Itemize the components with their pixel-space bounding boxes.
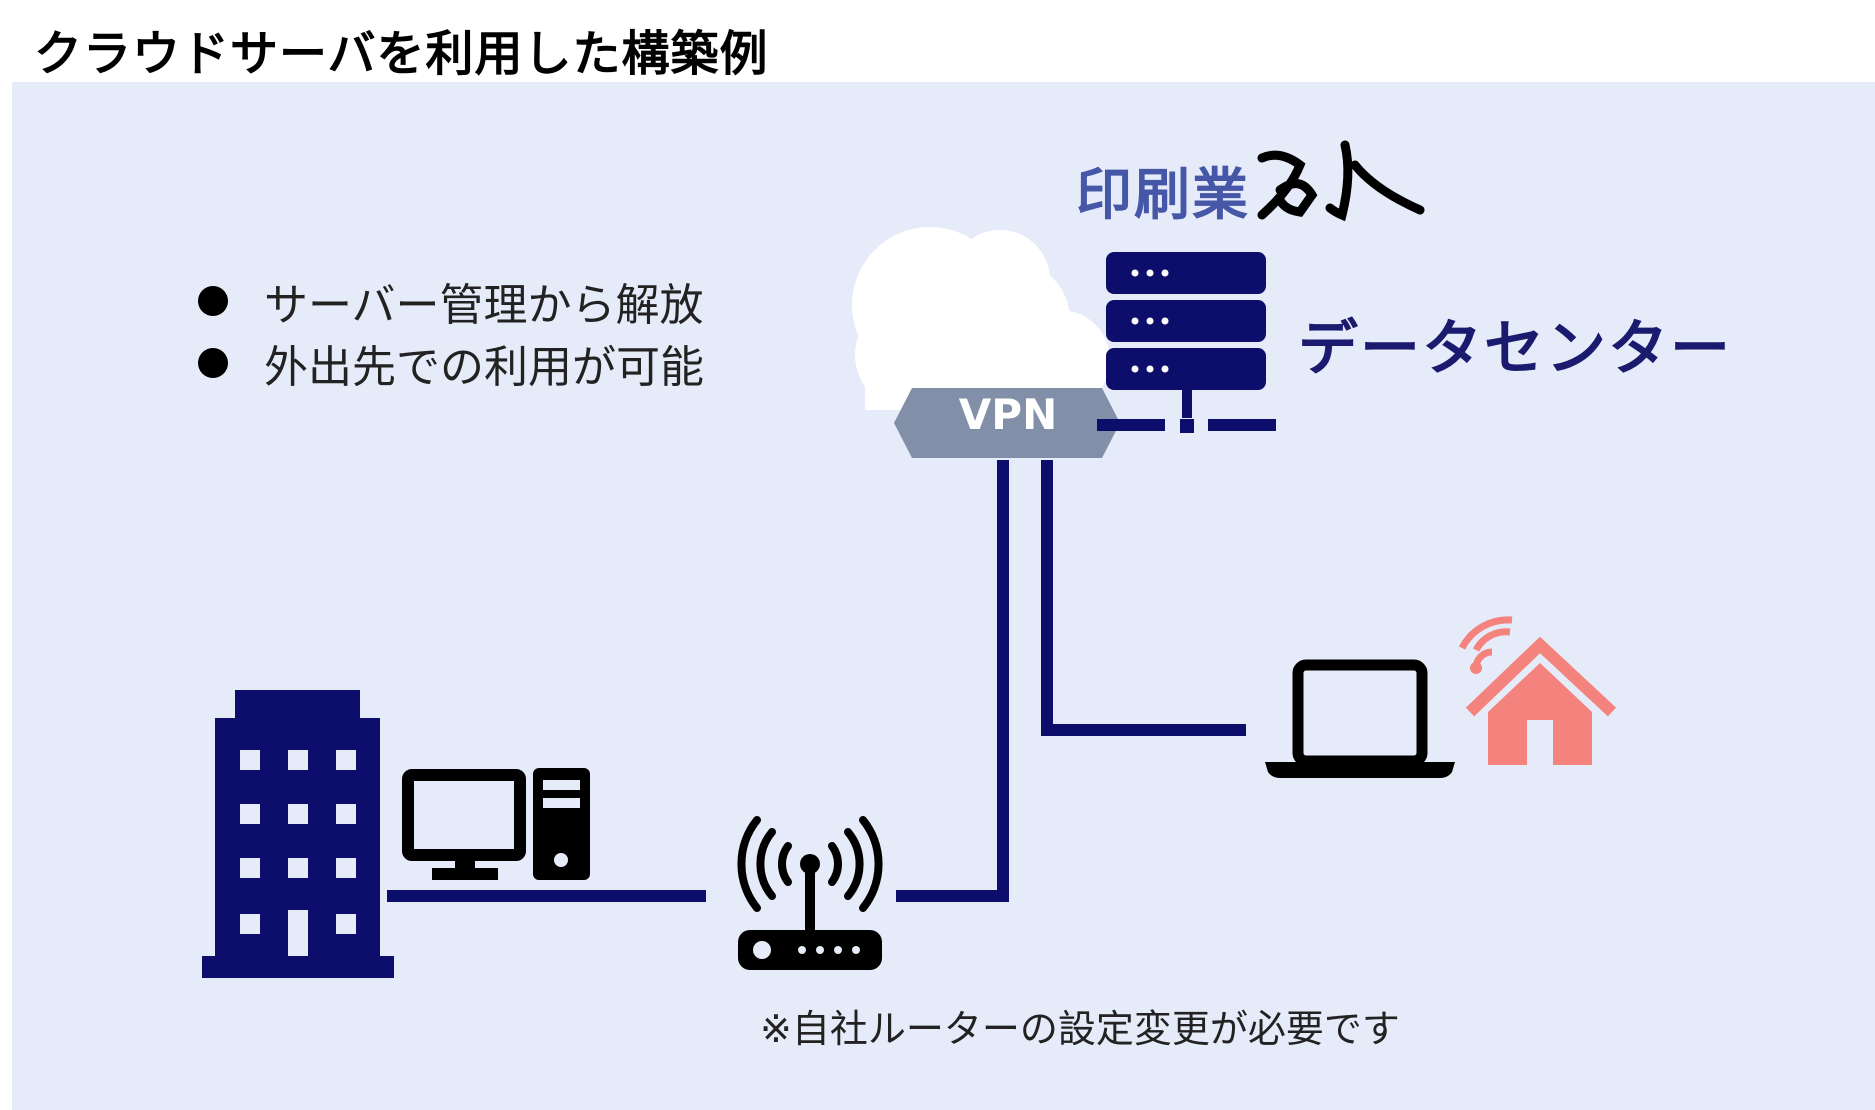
feature-item: サーバー管理から解放 <box>198 270 704 332</box>
desktop-pc-icon <box>402 768 590 880</box>
feature-text: 外出先での利用が可能 <box>264 342 704 393</box>
home-wifi-icon <box>1458 616 1617 765</box>
datacenter-label: データセンター <box>1298 314 1732 384</box>
vpn-badge <box>894 388 1120 458</box>
feature-text: サーバー管理から解放 <box>264 280 704 331</box>
logo-script-mark <box>1257 140 1425 222</box>
bullet-icon <box>198 348 228 378</box>
router-note: ※自社ルーターの設定変更が必要です <box>760 1007 1400 1051</box>
network-lines <box>387 460 1246 902</box>
logo-text: 印刷業 <box>1076 163 1250 228</box>
laptop-icon <box>1265 659 1455 778</box>
feature-list: サーバー管理から解放 外出先での利用が可能 <box>198 270 704 394</box>
building-icon <box>202 690 394 978</box>
bullet-icon <box>198 286 228 316</box>
page-title: クラウドサーバを利用した構築例 <box>34 26 769 82</box>
feature-item: 外出先での利用が可能 <box>198 332 704 394</box>
cloud-icon <box>852 227 1110 410</box>
server-rack-icon <box>1097 252 1276 433</box>
wifi-router-icon <box>737 816 883 970</box>
vpn-label: VPN <box>958 390 1058 439</box>
